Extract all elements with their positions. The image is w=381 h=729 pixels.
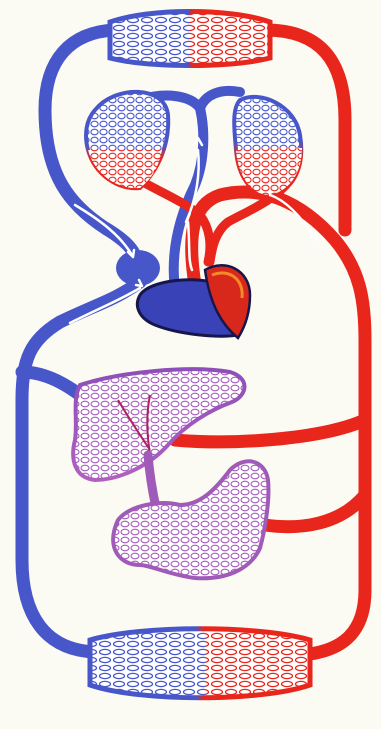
upper-body-capillaries: [110, 10, 270, 68]
lower-body-capillaries: [90, 628, 310, 700]
